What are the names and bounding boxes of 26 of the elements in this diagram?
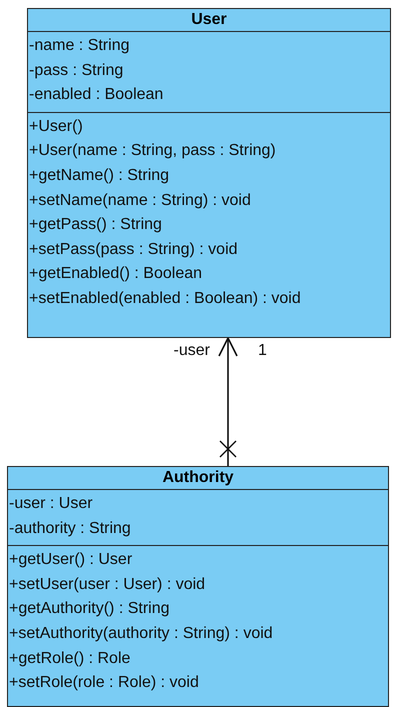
method-text: +setName(name : String) : void: [28, 190, 251, 211]
role-name: -user: [174, 342, 210, 360]
attribute-text: -user : User: [8, 494, 93, 514]
method-text: +getAuthority() : String: [8, 599, 170, 620]
attribute-text: -name : String: [28, 36, 130, 56]
method-text: +setRole(role : Role) : void: [8, 673, 199, 694]
method-text: +getName() : String: [28, 166, 170, 186]
association-arrow: [218, 337, 238, 466]
method-text: +getUser() : User: [8, 550, 132, 570]
method-text: +getPass() : String: [28, 215, 162, 236]
method-text: +setAuthority(authority : String) : void: [8, 624, 273, 644]
attribute-text: -authority : String: [8, 518, 131, 539]
multiplicity: 1: [258, 342, 267, 360]
method-text: +getRole() : Role: [8, 648, 130, 669]
attribute-text: -pass : String: [28, 60, 124, 81]
class-box: [7, 466, 389, 707]
attribute-text: -enabled : Boolean: [28, 85, 164, 106]
method-text: +setUser(user : User) : void: [8, 574, 206, 595]
class-name: Authority: [162, 469, 234, 486]
method-text: +setPass(pass : String) : void: [28, 240, 238, 260]
method-text: +User(name : String, pass : String): [28, 141, 276, 162]
method-text: +User(): [28, 116, 83, 137]
method-text: +getEnabled() : Boolean: [28, 264, 202, 284]
method-text: +setEnabled(enabled : Boolean) : void: [28, 288, 301, 309]
class-box: [27, 8, 391, 338]
class-name: User: [191, 11, 227, 28]
